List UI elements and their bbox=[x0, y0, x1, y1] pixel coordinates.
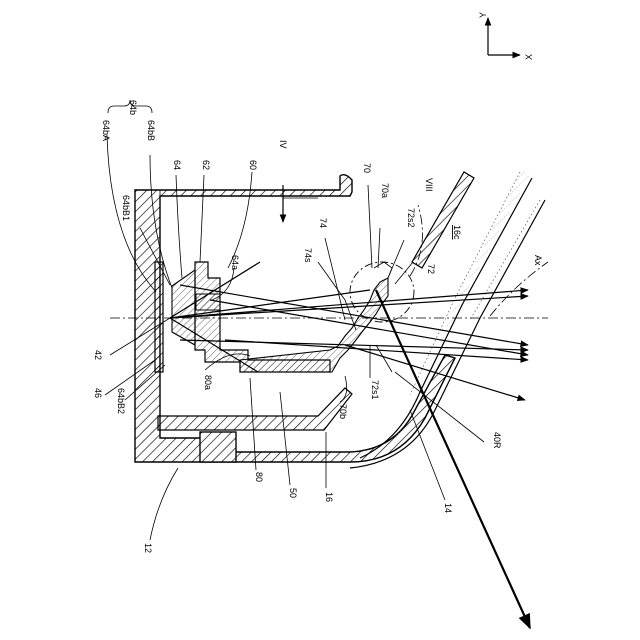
label-80: 80 bbox=[254, 472, 264, 482]
extension-panel bbox=[158, 388, 352, 430]
label-46: 46 bbox=[93, 388, 103, 398]
label-64a: 64a bbox=[230, 255, 240, 270]
label-70: 70 bbox=[362, 163, 372, 173]
label-64bB: 64bB bbox=[146, 120, 156, 141]
label-50: 50 bbox=[288, 488, 298, 498]
label-16: 16 bbox=[324, 492, 334, 502]
y-axis-label: Y bbox=[478, 12, 488, 18]
x-axis-label: X bbox=[524, 54, 534, 60]
label-42: 42 bbox=[93, 350, 103, 360]
label-72s2: 72s2 bbox=[406, 208, 416, 228]
label-14: 14 bbox=[443, 503, 453, 513]
label-62: 62 bbox=[201, 160, 211, 170]
label-60: 60 bbox=[248, 160, 258, 170]
label-ax: Ax bbox=[533, 255, 543, 266]
label-74: 74 bbox=[318, 218, 328, 228]
light-guide bbox=[240, 262, 392, 372]
label-16c: 16c bbox=[452, 225, 462, 240]
label-74s: 74s bbox=[303, 248, 313, 263]
label-80a: 80a bbox=[203, 375, 213, 390]
label-70a: 70a bbox=[380, 183, 390, 198]
axes-indicator: Y X bbox=[478, 12, 534, 60]
label-64bB1: 64bB1 bbox=[121, 195, 131, 221]
label-64: 64 bbox=[172, 160, 182, 170]
axis-angle-arc bbox=[490, 262, 548, 316]
label-64bB2: 64bB2 bbox=[116, 388, 126, 414]
label-viii: VIII bbox=[424, 178, 434, 192]
label-64bA: 64bA bbox=[101, 120, 111, 141]
label-12: 12 bbox=[143, 543, 153, 553]
label-72: 72 bbox=[426, 264, 436, 274]
label-iv: IV bbox=[278, 140, 288, 149]
label-70b: 70b bbox=[338, 404, 348, 419]
label-40R: 40R bbox=[492, 432, 502, 449]
label-72s1: 72s1 bbox=[370, 380, 380, 400]
